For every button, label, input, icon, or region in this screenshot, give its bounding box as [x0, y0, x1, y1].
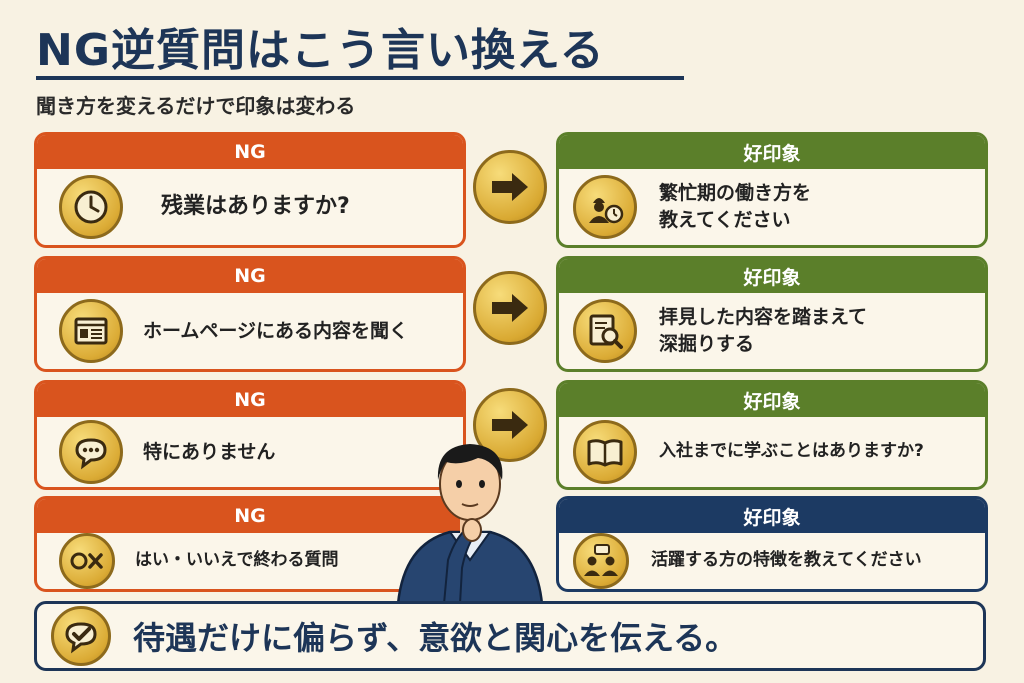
- webpage-icon: [59, 299, 123, 363]
- ng-card-header: NG: [37, 383, 463, 417]
- ng-question-text: ホームページにある内容を聞く: [143, 319, 409, 342]
- arrow-right-icon: [473, 271, 547, 345]
- check-bubble-icon: [51, 606, 111, 666]
- good-question-line1: 繁忙期の働き方を: [659, 182, 812, 205]
- good-card-2: 好印象 拝見した内容を踏まえて 深掘りする: [556, 256, 988, 372]
- arrow-right-icon: [473, 150, 547, 224]
- ng-question-text: 特にありません: [143, 440, 276, 463]
- open-book-icon: [573, 420, 637, 484]
- good-card-1: 好印象 繁忙期の働き方を 教えてください: [556, 132, 988, 248]
- good-card-header: 好印象: [559, 259, 985, 293]
- good-card-header: 好印象: [559, 499, 985, 533]
- ng-card-header: NG: [37, 259, 463, 293]
- circle-x-icon: [59, 533, 115, 589]
- speech-bubble-icon: [59, 420, 123, 484]
- good-question-line2: 深掘りする: [659, 333, 755, 355]
- good-card-3: 好印象 入社までに学ぶことはありますか?: [556, 380, 988, 490]
- ng-question-text: 残業はありますか?: [161, 193, 350, 219]
- good-question-line1: 活躍する方の特徴を教えてください: [651, 550, 922, 571]
- ng-card-header: NG: [37, 499, 463, 533]
- good-question-line1: 入社までに学ぶことはありますか?: [659, 441, 924, 462]
- people-chat-icon: [573, 533, 629, 589]
- summary-banner: 待遇だけに偏らず、意欲と関心を伝える。: [34, 601, 986, 671]
- clock-icon: [59, 175, 123, 239]
- ng-question-text: はい・いいえで終わる質問: [135, 550, 339, 571]
- summary-text: 待遇だけに偏らず、意欲と関心を伝える。: [133, 619, 738, 657]
- ng-card-2: NG ホームページにある内容を聞く: [34, 256, 466, 372]
- title-underline: [36, 76, 684, 80]
- good-card-4: 好印象 活躍する方の特徴を教えてください: [556, 496, 988, 592]
- good-question-line2: 教えてください: [659, 209, 791, 231]
- page-title: NG逆質問はこう言い換える: [36, 25, 605, 76]
- good-card-header: 好印象: [559, 383, 985, 417]
- ng-card-header: NG: [37, 135, 463, 169]
- ng-card-3: NG 特にありません: [34, 380, 466, 490]
- document-search-icon: [573, 299, 637, 363]
- thinking-man-illustration: [390, 428, 550, 606]
- ng-card-1: NG 残業はありますか?: [34, 132, 466, 248]
- good-question-line1: 拝見した内容を踏まえて: [659, 306, 868, 329]
- worker-clock-icon: [573, 175, 637, 239]
- page-subtitle: 聞き方を変えるだけで印象は変わる: [36, 94, 356, 118]
- good-card-header: 好印象: [559, 135, 985, 169]
- ng-card-4: NG はい・いいえで終わる質問: [34, 496, 466, 592]
